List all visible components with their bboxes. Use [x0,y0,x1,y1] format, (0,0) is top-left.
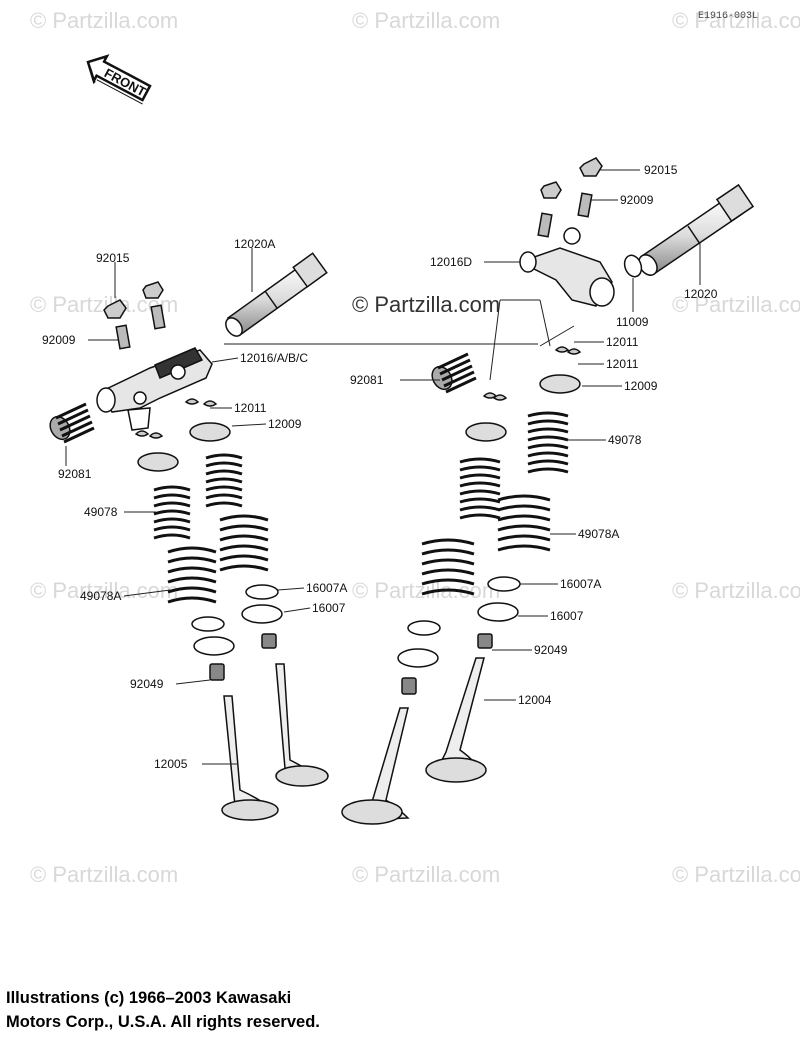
exhaust-valve-head [425,757,487,783]
watermark-layer: © Partzilla.com © Partzilla.com © Partzi… [30,8,800,887]
callout-label: 16007 [312,601,346,615]
valve-spring [421,457,501,596]
stem-seal [209,663,225,681]
watermark: © Partzilla.com [352,862,500,887]
adjuster-screw [537,212,553,238]
callout-label: 92081 [58,467,92,481]
rocker-spring [431,352,477,394]
watermark: © Partzilla.com [30,8,178,33]
valve-spring [497,411,569,552]
callout-label: 12020 [684,287,718,301]
stem-seal [401,677,417,695]
callout-label: 49078 [84,505,118,519]
watermark: © Partzilla.com [672,578,800,603]
exhaust-valve-head [341,799,403,825]
adjuster-screw [150,304,166,330]
rocker-shaft [225,252,328,337]
watermark: © Partzilla.com [30,578,178,603]
watermark: © Partzilla.com [672,862,800,887]
rocker-arm [518,227,615,307]
callout-label: 12009 [624,379,658,393]
spring-seat [487,576,521,592]
spring-retainer [137,452,179,472]
rocker-arm [96,347,213,431]
intake-valve [223,695,274,815]
valve-cotter [184,398,218,407]
washer [623,254,643,278]
valve-spring [205,453,269,572]
valve-cotter [554,346,582,355]
front-arrow-icon: FRONT [86,54,152,105]
spring-seat [245,584,279,600]
stem-seal [477,633,493,649]
leader-lines [65,169,701,765]
rocker-spring [49,402,95,444]
exhaust-valve [434,657,485,773]
watermark: © Partzilla.com [672,8,800,33]
callout-label: 16007 [550,609,584,623]
spring-seat [397,648,439,668]
watermark: © Partzilla.com [30,862,178,887]
callout-label: 16007A [560,577,601,591]
spring-seat [191,616,225,632]
callout-label: 12004 [518,693,552,707]
adjuster-nut [579,157,603,177]
callout-label: 12009 [268,417,302,431]
callout-label: 92009 [620,193,654,207]
watermark: © Partzilla.com [352,8,500,33]
right-valve-assembly [341,157,755,825]
callout-label: 92081 [350,373,384,387]
adjuster-nut [540,181,562,199]
callout-labels: 92015 12020A 92009 12016/A/B/C 12011 120… [42,163,718,771]
copyright-line-2: Motors Corp., U.S.A. All rights reserved… [6,1013,320,1031]
callout-label: 16007A [306,581,347,595]
spring-seat [407,620,441,636]
watermark-center: © Partzilla.com [352,292,500,317]
spring-retainer [465,422,507,442]
callout-label: 12011 [606,357,639,371]
callout-label: 92009 [42,333,76,347]
callout-label: 92015 [96,251,130,265]
callout-label: 12011 [234,401,267,415]
spring-retainer [189,422,231,442]
spring-retainer [539,374,581,394]
adjuster-nut [142,281,164,299]
copyright-notice: Illustrations (c) 1966–2003 Kawasaki Mot… [6,986,566,1034]
left-valve-assembly [49,252,329,821]
adjuster-screw [115,324,131,350]
reference-code: E1916-003L [698,11,758,22]
callout-label: 92049 [130,677,164,691]
stem-seal [261,633,277,649]
adjuster-nut [103,299,127,319]
adjuster-screw [577,192,593,218]
callout-label: 11009 [616,315,649,329]
callout-label: 12016D [430,255,472,269]
valve-cotter [482,392,508,401]
valve-spring [153,485,217,604]
callout-label: 12020A [234,237,275,251]
watermark: © Partzilla.com [672,292,800,317]
spring-seat [477,602,519,622]
copyright-line-1: Illustrations (c) 1966–2003 Kawasaki [6,989,292,1007]
callout-label: 12005 [154,757,188,771]
valve-cotter [134,430,164,439]
callout-label: 92049 [534,643,568,657]
callout-label: 49078 [608,433,642,447]
intake-valve-head [221,799,279,821]
callout-label: 12011 [606,335,639,349]
callout-label: 49078A [578,527,619,541]
spring-seat [193,636,235,656]
intake-valve [275,663,318,781]
intake-valve-head [275,765,329,787]
callout-label: 12016/A/B/C [240,351,308,365]
callout-label: 92015 [644,163,678,177]
rocker-shaft [638,183,755,276]
spring-seat [241,604,283,624]
callout-label: 49078A [80,589,121,603]
